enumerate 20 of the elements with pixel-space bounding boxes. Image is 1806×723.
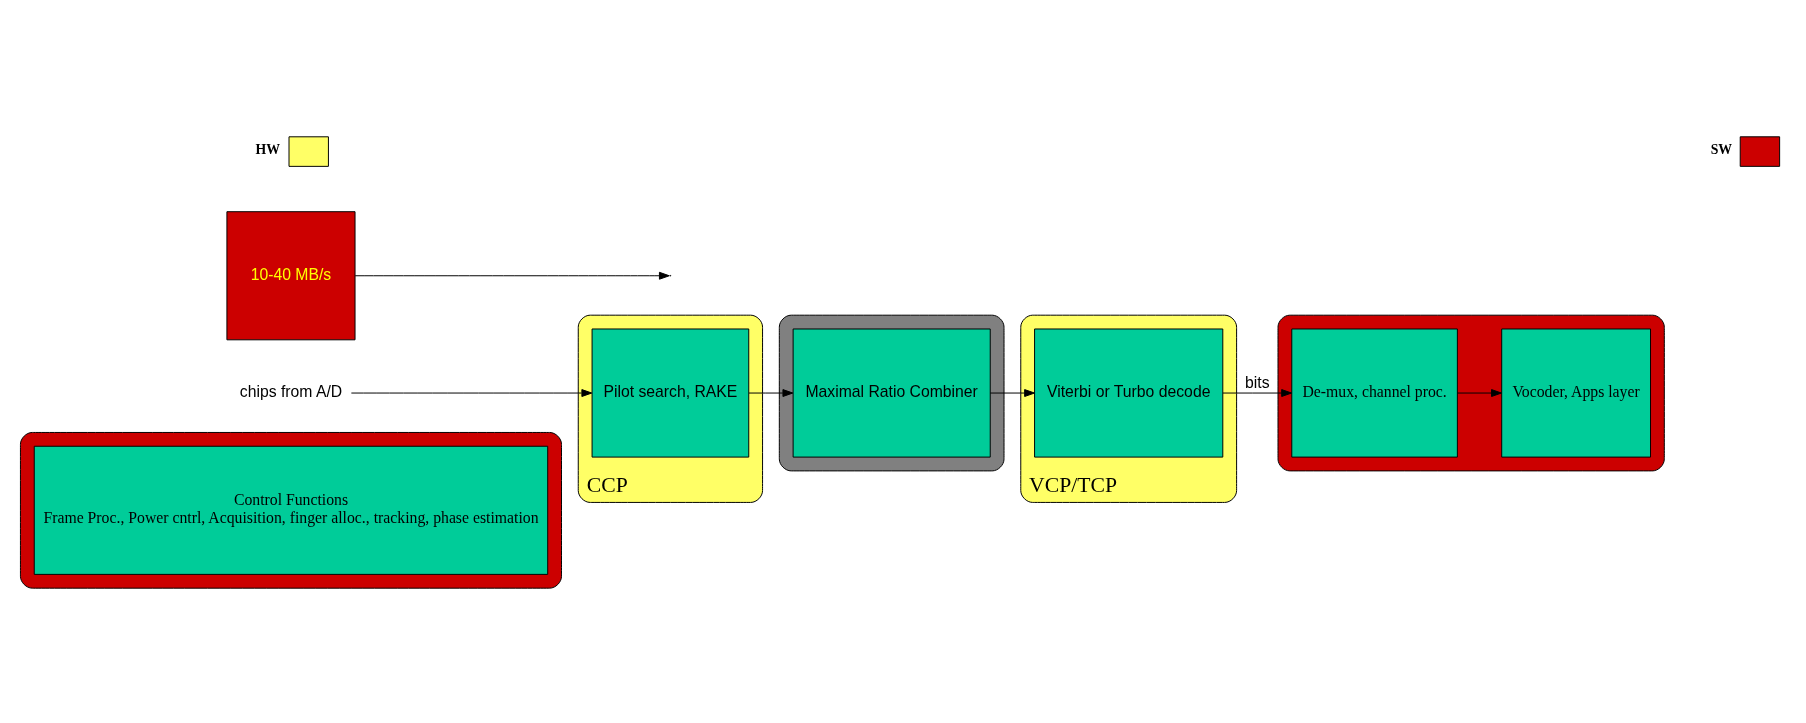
cluster <box>778 314 1005 472</box>
node-text: chips from A/D <box>239 382 343 400</box>
arrow <box>354 271 670 280</box>
arrow <box>350 389 593 397</box>
node-box: De-mux, channel proc. <box>1291 328 1458 458</box>
arrow <box>1222 389 1293 397</box>
node-box: Control Functions Frame Proc., Power cntrl, Acquisition, finger alloc., tracking, phase estimation <box>33 445 549 575</box>
node-box: Maximal Ratio Combiner <box>792 328 991 458</box>
node-box: Pilot search, RAKE <box>591 328 750 458</box>
cluster <box>1277 314 1665 472</box>
legend-label: HW <box>255 142 281 158</box>
arrow <box>989 389 1035 397</box>
legend-label: SW <box>1710 142 1733 158</box>
edge-label: bits <box>1245 373 1270 391</box>
arrow <box>1457 389 1502 397</box>
node-box: 10-40 MB/s <box>226 211 356 341</box>
node-box: Viterbi or Turbo decode <box>1034 328 1224 458</box>
arrow <box>748 389 794 397</box>
node-box: Vocoder, Apps layer <box>1501 328 1652 458</box>
cluster <box>19 431 562 589</box>
